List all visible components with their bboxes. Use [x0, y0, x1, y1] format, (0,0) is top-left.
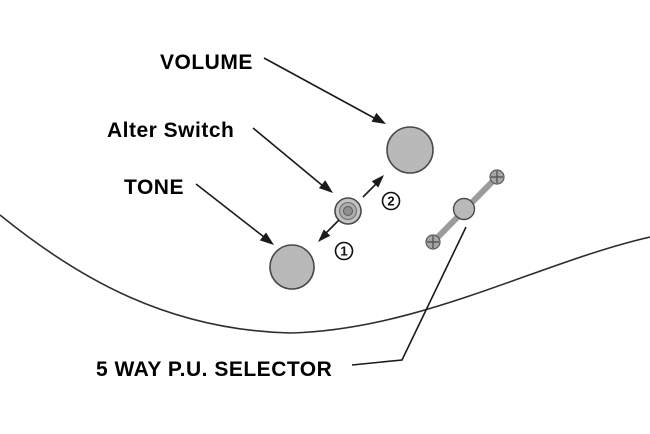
step-1-badge-number: 1: [340, 244, 347, 259]
alter-switch-knob: [334, 197, 362, 225]
volume-leader-line: [263, 57, 377, 120]
selector-label: 5 WAY P.U. SELECTOR: [96, 358, 332, 381]
guitar-body-contour: [0, 214, 650, 334]
volume-label: VOLUME: [160, 51, 253, 74]
five-way-selector: [425, 169, 505, 250]
volume-knob: [386, 126, 434, 174]
direction-arrow-1-head-icon: [318, 229, 331, 242]
tone-leader-line: [195, 183, 265, 238]
tone-arrowhead-icon: [259, 232, 274, 245]
alter-switch-leader-line: [252, 127, 324, 187]
step-1-badge: 1: [334, 241, 354, 261]
direction-arrow-2-shaft: [362, 182, 378, 198]
step-2-badge-number: 2: [387, 194, 394, 209]
step-2-badge-circle: [381, 191, 401, 211]
direction-arrow-2-head-icon: [371, 175, 384, 188]
selector-leader-line: [351, 226, 467, 366]
alter-switch-arrowhead-icon: [318, 180, 333, 193]
tone-knob: [269, 244, 315, 290]
direction-arrow-1-shaft: [324, 219, 340, 235]
tone-label: TONE: [124, 176, 184, 199]
alter-switch-center-cap: [343, 206, 353, 216]
volume-arrowhead-icon: [371, 112, 386, 124]
step-1-badge-circle: [334, 241, 354, 261]
alter-switch-label: Alter Switch: [107, 119, 234, 142]
selector-pivot-knob: [452, 197, 476, 221]
step-2-badge: 2: [381, 191, 401, 211]
